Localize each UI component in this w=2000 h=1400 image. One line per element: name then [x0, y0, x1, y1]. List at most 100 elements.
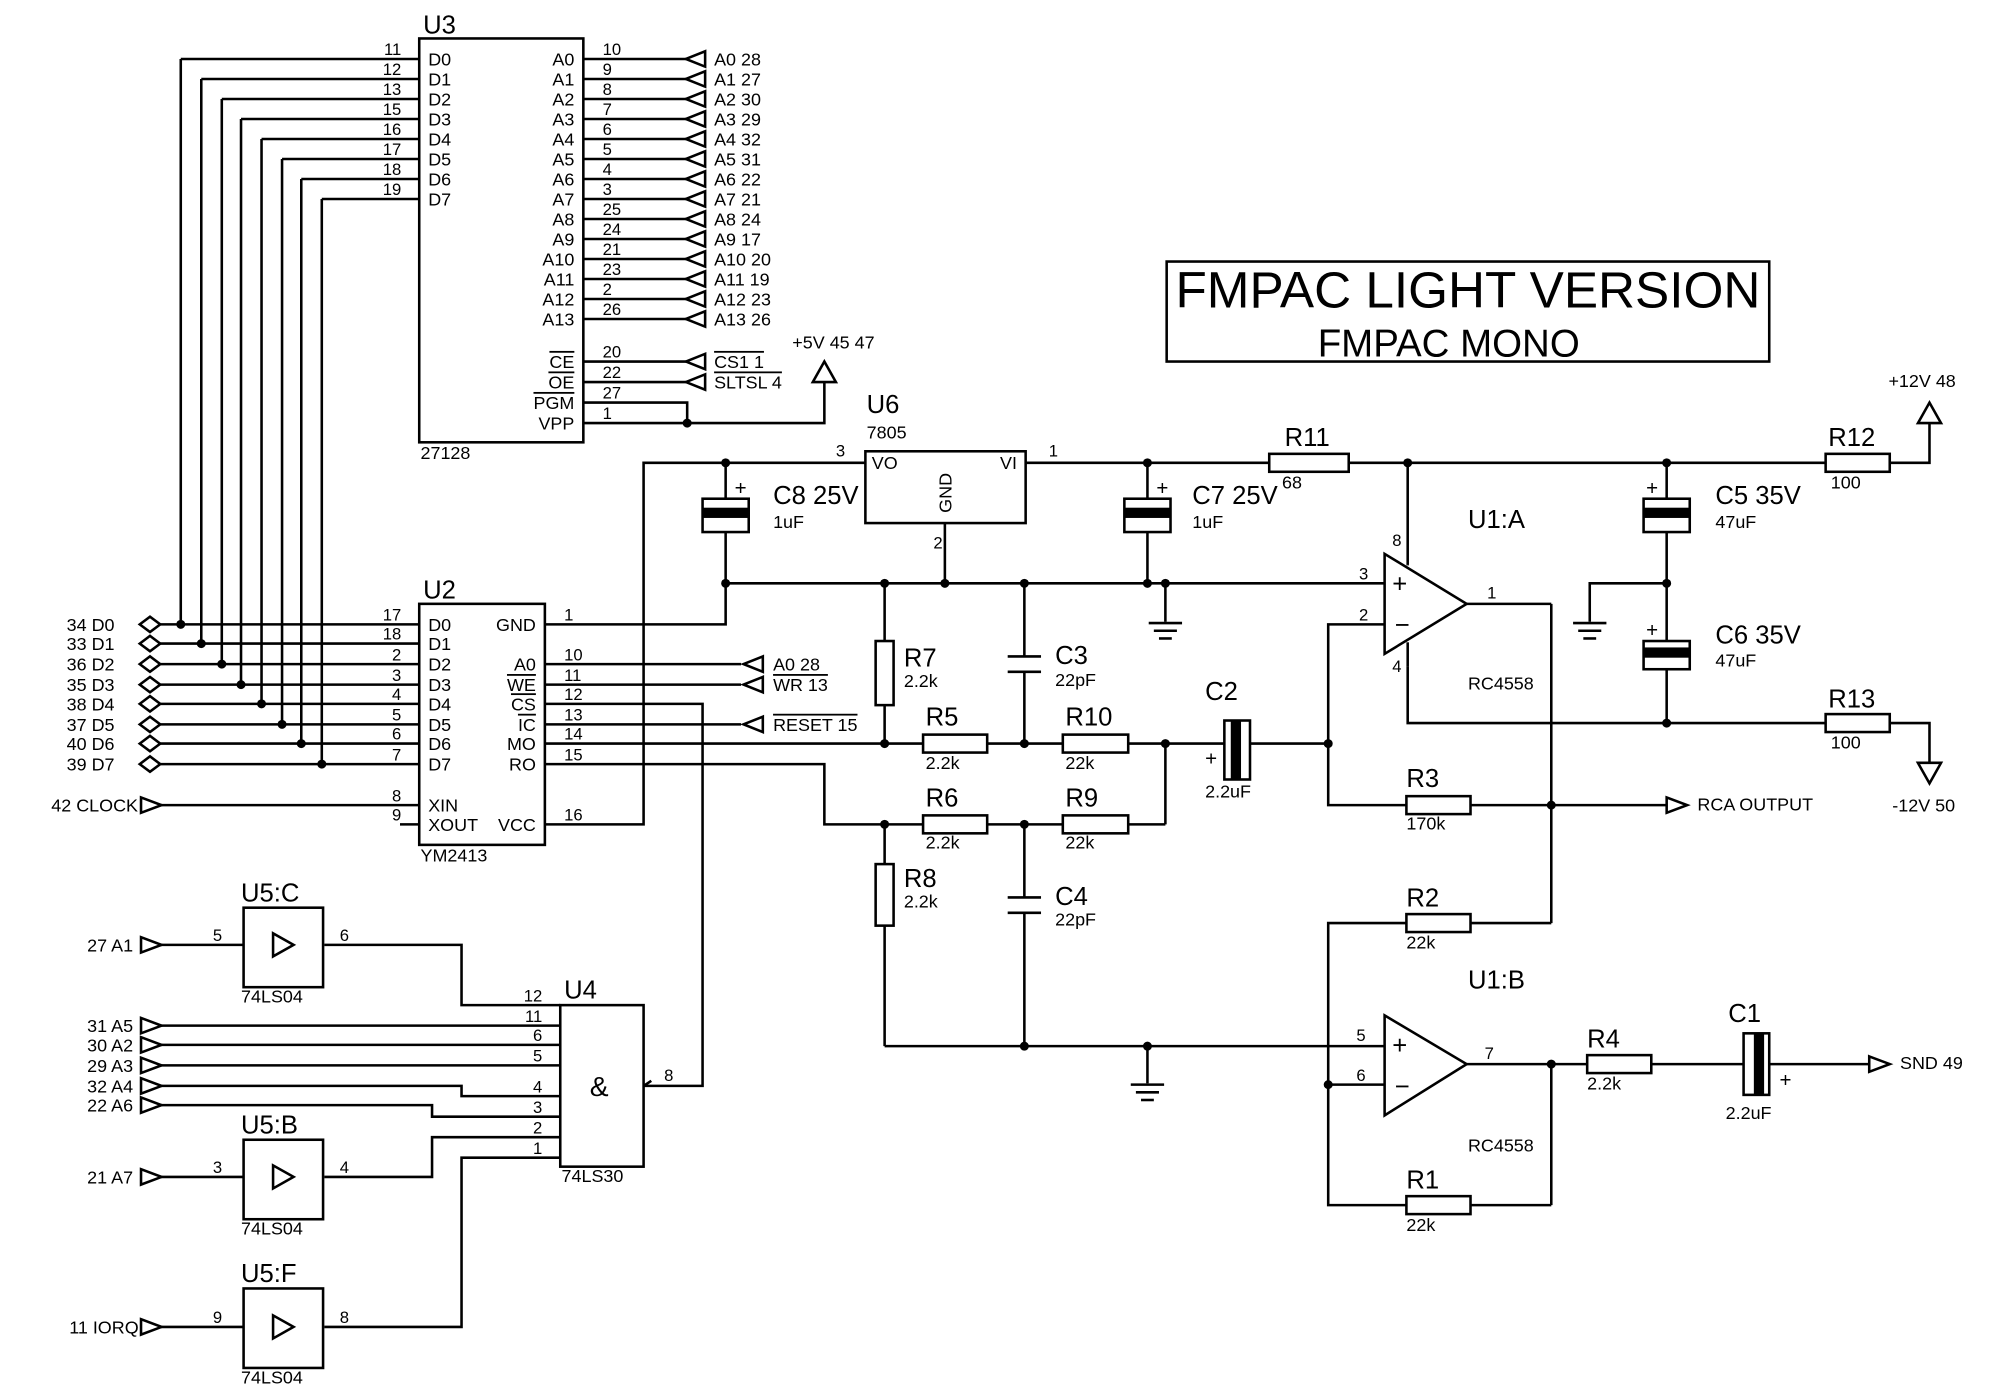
u3-pin-num: 12 — [383, 60, 402, 79]
svg-text:R7: R7 — [904, 645, 937, 673]
u2-pin-d2: D2 — [428, 655, 451, 675]
svg-text:2.2k: 2.2k — [1587, 1074, 1621, 1094]
op-amp-u1a: + − U1:A RC4558 3 2 1 8 4 — [1359, 506, 1534, 694]
port-arrow — [682, 229, 707, 249]
svg-text:C4: C4 — [1055, 883, 1088, 911]
u2-pin-num: 2 — [392, 645, 401, 664]
vcc-arrow — [810, 358, 839, 384]
svg-text:+: + — [1392, 570, 1407, 598]
u4-pin-num: 5 — [533, 1047, 542, 1066]
u2-pin-d0: D0 — [428, 615, 451, 635]
svg-text:74LS30: 74LS30 — [562, 1166, 624, 1186]
address-port-label: A8 24 — [714, 209, 761, 229]
u2-ref: U2 — [423, 577, 456, 605]
svg-text:+: + — [735, 477, 747, 500]
u2-pin-num: 4 — [392, 685, 401, 704]
svg-text:R2: R2 — [1406, 884, 1439, 912]
u3-pin-a3: A3 — [552, 109, 574, 129]
u2-pin-we: WE — [507, 675, 536, 695]
u3-pin-vpp: VPP — [538, 413, 574, 433]
address-port-label: A10 20 — [714, 249, 771, 269]
bidir-port — [137, 654, 163, 674]
svg-text:4: 4 — [1392, 657, 1401, 676]
title-main: FMPAC LIGHT VERSION — [1175, 262, 1760, 319]
svg-text:R3: R3 — [1406, 765, 1439, 793]
u2-pin-cs: CS — [511, 694, 536, 714]
svg-text:1: 1 — [1487, 584, 1496, 603]
u3-pin-num: 4 — [603, 160, 612, 179]
u2-pin-xin: XIN — [428, 796, 458, 816]
svg-text:74LS04: 74LS04 — [241, 1367, 303, 1387]
port-arrow — [682, 69, 707, 89]
u2-pin-gnd: GND — [496, 615, 536, 635]
bidir-port — [137, 675, 163, 694]
port-arrow — [682, 269, 707, 289]
u2-pin-num: 13 — [564, 706, 583, 725]
inverters: U5:C 74LS04 5 6 27 A1 U5:B 74LS04 3 4 21… — [51, 796, 349, 1388]
u3-pin-d6: D6 — [428, 169, 451, 189]
r11-ref: R11 — [1285, 424, 1330, 452]
svg-text:3: 3 — [836, 441, 845, 460]
ground-symbols — [1130, 621, 1607, 1102]
u3-pin-num: 21 — [603, 240, 622, 259]
address-port-label: 31 A5 — [87, 1016, 133, 1036]
u3-pin-num: 20 — [603, 343, 622, 362]
u3-pin-num: 27 — [603, 384, 622, 403]
u3-pin-a9: A9 — [552, 229, 574, 249]
data-port-label: 34 D0 — [67, 615, 115, 635]
u3-pin-num: 13 — [383, 80, 402, 99]
u3-pin-num: 17 — [383, 140, 402, 159]
svg-text:7: 7 — [1485, 1044, 1494, 1063]
address-port-label: 32 A4 — [87, 1076, 133, 1096]
u3-pin-num: 16 — [383, 120, 402, 139]
svg-text:5: 5 — [213, 926, 222, 945]
svg-text:+: + — [1646, 619, 1658, 642]
u3-pin-a7: A7 — [552, 189, 574, 209]
port-arrow — [139, 1035, 166, 1055]
u3-pin-d3: D3 — [428, 109, 451, 129]
u2-pin-num: 10 — [564, 645, 583, 664]
bidir-port — [137, 694, 163, 714]
address-port-label: A5 31 — [714, 149, 761, 169]
port-arrow — [682, 129, 707, 149]
data-port-label: 39 D7 — [67, 755, 115, 775]
u2-pin-num: 18 — [383, 625, 402, 644]
u2-pin-num: 11 — [564, 666, 581, 685]
u2-pin-num: 8 — [392, 786, 401, 805]
svg-text:C8 25V: C8 25V — [773, 482, 858, 510]
svg-text:2: 2 — [1359, 606, 1368, 625]
address-port-label: A11 19 — [714, 269, 770, 289]
svg-text:2.2uF: 2.2uF — [1205, 781, 1251, 801]
port-arrow — [740, 654, 765, 674]
r11-val: 68 — [1282, 472, 1302, 492]
svg-text:R8: R8 — [904, 865, 937, 893]
supply-5v: +5V 45 47 — [792, 333, 874, 353]
address-port-label: A13 26 — [714, 309, 771, 329]
u3-pin-num: 25 — [603, 200, 622, 219]
svg-text:21 A7: 21 A7 — [87, 1167, 133, 1187]
svg-text:27 A1: 27 A1 — [87, 935, 133, 955]
port-arrow — [682, 249, 707, 269]
address-port-label: A2 30 — [714, 89, 761, 109]
bidir-port — [137, 754, 163, 774]
address-port-label: A0 28 — [714, 49, 761, 69]
svg-text:2.2k: 2.2k — [904, 892, 938, 912]
u3-pin-num: 26 — [603, 300, 622, 319]
address-port-label: A3 29 — [714, 109, 761, 129]
u3-pin-num: 22 — [603, 363, 622, 382]
svg-text:4: 4 — [340, 1158, 349, 1177]
svg-text:−: − — [1395, 611, 1410, 639]
svg-text:+: + — [1392, 1032, 1407, 1060]
data-port-label: 35 D3 — [67, 675, 115, 695]
u2-pin-num: 16 — [564, 806, 583, 825]
u3-pin-a1: A1 — [552, 69, 574, 89]
u2-pin-xout: XOUT — [428, 815, 478, 835]
port-arrow — [682, 189, 707, 209]
u3-pin-d4: D4 — [428, 129, 451, 149]
ctrl-port-label: CS1 1 — [714, 352, 764, 372]
u2-pin-a0: A0 — [514, 655, 536, 675]
u2-pin-d5: D5 — [428, 715, 451, 735]
u6-vi: VI — [1000, 453, 1017, 473]
u3-pin-pgm: PGM — [533, 393, 574, 413]
